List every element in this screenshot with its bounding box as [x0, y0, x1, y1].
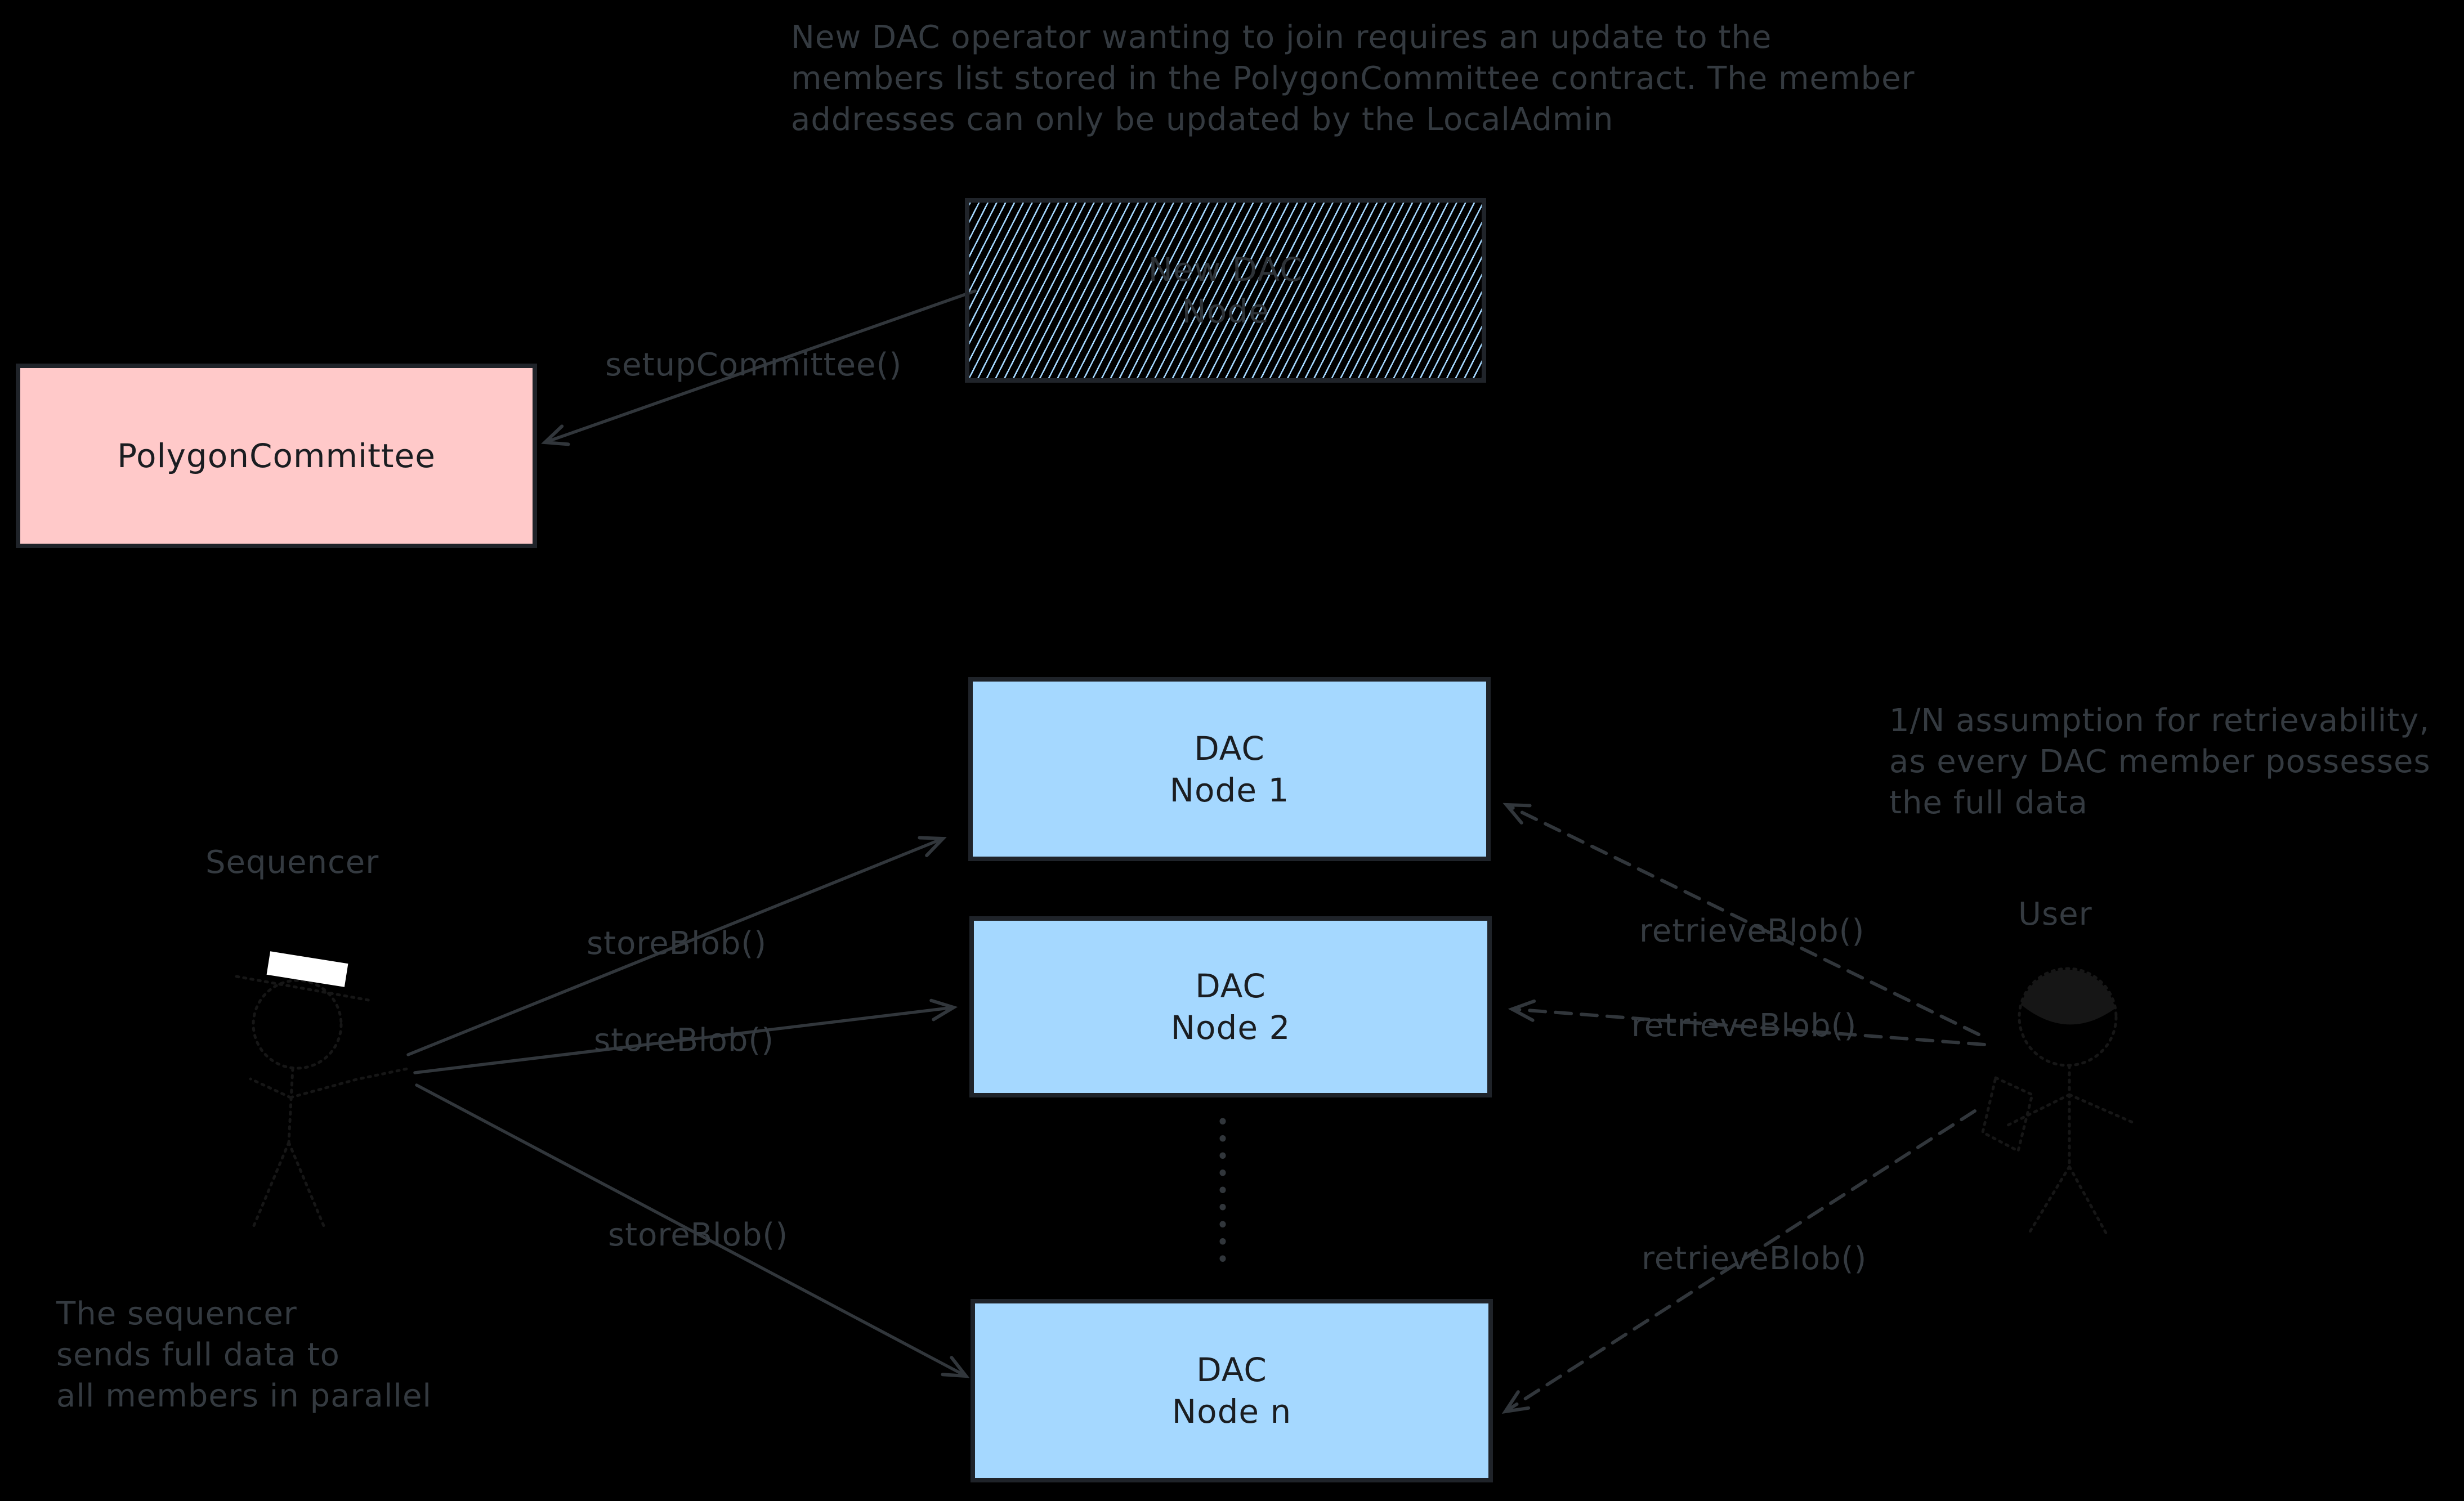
dac-node-2-line1: DAC	[1195, 967, 1266, 1005]
retrievability-note-line2: as every DAC member possesses	[1889, 743, 2431, 780]
polygon-committee-label: PolygonCommittee	[117, 437, 436, 475]
retrieve-blob-arrow-node2	[1508, 999, 1986, 1046]
user-legs	[2028, 1165, 2110, 1239]
polygon-committee-box: PolygonCommittee	[16, 364, 537, 548]
user-label: User	[2018, 896, 2092, 933]
retrievability-note-line1: 1/N assumption for retrievability,	[1889, 702, 2430, 739]
setup-committee-label: setupCommittee()	[605, 347, 902, 383]
new-dac-node-label-line2: Node	[1182, 292, 1269, 330]
top-note-line1: New DAC operator wanting to join require…	[791, 19, 1772, 56]
retrieve-blob-arrow-node1	[1502, 803, 1980, 1036]
top-note-line3: addresses can only be updated by the Loc…	[791, 101, 1614, 138]
retrieve-blob-label-3: retrieveBlob()	[1642, 1240, 1867, 1277]
dac-node-1-box: DAC Node 1	[968, 677, 1491, 861]
sequencer-note-line3: all members in parallel	[56, 1378, 432, 1414]
store-blob-arrow-node2	[413, 998, 958, 1074]
dac-node-n-line1: DAC	[1196, 1351, 1267, 1389]
dac-node-2-box: DAC Node 2	[969, 916, 1492, 1097]
dac-node-1-line2: Node 1	[1169, 770, 1290, 809]
top-note-line2: members list stored in the PolygonCommit…	[791, 60, 1915, 97]
sequencer-head	[252, 979, 343, 1070]
new-dac-node-box: New DAC Node	[965, 198, 1486, 383]
top-note: New DAC operator wanting to join require…	[791, 17, 1915, 140]
store-blob-label-2: storeBlob()	[594, 1022, 775, 1059]
sequencer-body	[287, 1067, 294, 1144]
sequencer-label: Sequencer	[205, 844, 379, 881]
store-blob-arrow-node1	[406, 836, 947, 1056]
store-blob-label-3: storeBlob()	[608, 1217, 789, 1253]
sequencer-hat-brim	[235, 975, 373, 1002]
retrievability-note-line3: the full data	[1889, 785, 2088, 821]
retrievability-note: 1/N assumption for retrievability, as ev…	[1889, 700, 2431, 823]
store-blob-label-1: storeBlob()	[587, 925, 767, 962]
sequencer-arms	[249, 1067, 412, 1099]
sequencer-legs	[251, 1141, 327, 1231]
sequencer-note-line1: The sequencer	[56, 1296, 297, 1332]
sequencer-figure	[235, 975, 412, 1231]
retrieve-blob-label-2: retrieveBlob()	[1631, 1007, 1857, 1044]
user-head	[2018, 967, 2118, 1067]
setup-committee-arrow	[541, 289, 977, 446]
dac-node-2-line2: Node 2	[1170, 1009, 1291, 1047]
retrieve-blob-arrow-noden	[1501, 1109, 1976, 1414]
sequencer-note: The sequencer sends full data to all mem…	[56, 1293, 432, 1417]
store-blob-arrow-noden	[415, 1083, 970, 1378]
user-hair	[2021, 969, 2115, 1025]
user-arms	[2005, 1093, 2135, 1127]
user-figure	[1981, 967, 2135, 1239]
user-bag	[1981, 1076, 2034, 1153]
new-dac-node-label-line1: New DAC	[1148, 250, 1303, 289]
retrieve-blob-label-1: retrieveBlob()	[1639, 913, 1865, 949]
dac-node-n-line2: Node n	[1171, 1392, 1292, 1431]
dac-node-1-line1: DAC	[1194, 729, 1265, 768]
dac-node-n-box: DAC Node n	[971, 1299, 1493, 1482]
sequencer-note-line2: sends full data to	[56, 1337, 340, 1373]
